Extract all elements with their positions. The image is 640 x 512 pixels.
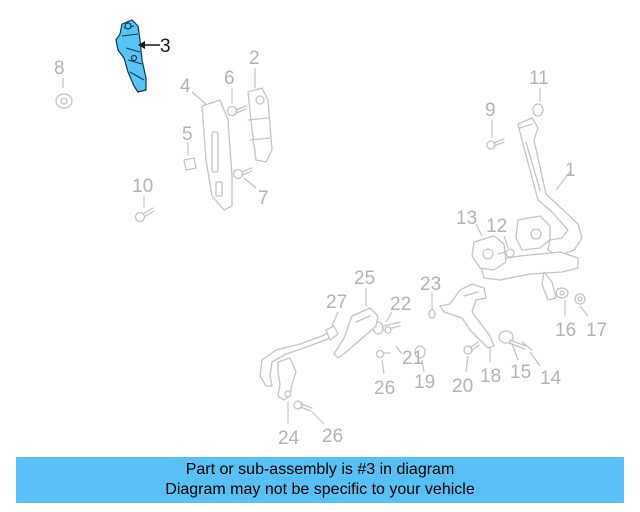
part-12-bolt[interactable] — [497, 248, 515, 258]
part-13-plate[interactable] — [471, 235, 507, 271]
part-4-trim-cover[interactable] — [201, 99, 233, 211]
part-25-buckle[interactable] — [333, 307, 379, 359]
part-11-nut[interactable] — [532, 103, 544, 117]
callout-16: 16 — [555, 320, 576, 341]
part-10-bolt[interactable] — [134, 207, 155, 223]
banner-line-2: Diagram may not be specific to your vehi… — [165, 481, 475, 498]
callout-14: 14 — [540, 368, 562, 389]
callout-20: 20 — [452, 376, 473, 397]
part-3-bracket[interactable] — [115, 19, 147, 93]
parts-diagram: 3 8 4 6 2 5 7 10 11 9 1 13 12 23 16 17 1… — [54, 19, 607, 449]
callout-18: 18 — [480, 366, 501, 387]
callout-5: 5 — [182, 124, 193, 145]
callout-19: 19 — [414, 372, 435, 393]
part-20-bolt[interactable] — [463, 341, 480, 355]
callout-10: 10 — [132, 176, 153, 197]
part-1-retractor-belt[interactable] — [479, 117, 583, 301]
part-16-spacer[interactable] — [555, 287, 569, 299]
part-9-bolt[interactable] — [486, 138, 505, 150]
part-17-washer[interactable] — [574, 293, 586, 305]
callout-15: 15 — [510, 362, 531, 383]
callout-23: 23 — [420, 274, 441, 295]
part-18-buckle-bracket[interactable] — [439, 283, 495, 349]
part-14-end[interactable] — [521, 341, 533, 351]
part-19-clip[interactable] — [414, 345, 426, 359]
callout-27: 27 — [326, 292, 347, 313]
part-26-bolt-lower[interactable] — [293, 400, 313, 412]
callout-17: 17 — [586, 320, 607, 341]
callout-25: 25 — [354, 268, 375, 289]
callout-2: 2 — [249, 48, 260, 69]
callout-21: 21 — [402, 348, 423, 369]
callout-7: 7 — [258, 188, 269, 209]
callout-1: 1 — [565, 160, 576, 181]
callout-8: 8 — [54, 58, 65, 79]
info-banner: Part or sub-assembly is #3 in diagram Di… — [16, 457, 624, 503]
callout-3: 3 — [160, 36, 171, 57]
part-27-belt[interactable] — [259, 325, 339, 387]
callout-11: 11 — [529, 68, 549, 89]
callout-labels: 3 8 4 6 2 5 7 10 11 9 1 13 12 23 16 17 1… — [54, 36, 607, 449]
part-24-latch-plate[interactable] — [277, 357, 297, 401]
part-26-bolt-upper[interactable] — [375, 349, 391, 359]
callout-26-lower: 26 — [322, 426, 343, 447]
part-23-pin[interactable] — [428, 309, 436, 319]
callout-6: 6 — [224, 68, 235, 89]
part-8-nut[interactable] — [55, 93, 73, 109]
part-2-anchor-bracket[interactable] — [247, 87, 273, 163]
banner-line-1: Part or sub-assembly is #3 in diagram — [185, 461, 455, 478]
leader-lines — [62, 41, 589, 425]
callout-12: 12 — [486, 216, 507, 237]
part-5-clip[interactable] — [183, 157, 197, 171]
part-6-bolt[interactable] — [226, 105, 247, 117]
part-7-bolt[interactable] — [232, 167, 253, 180]
part-21-bolt[interactable] — [384, 326, 392, 334]
callout-26-upper: 26 — [374, 378, 395, 399]
callout-9: 9 — [485, 100, 496, 121]
callout-13: 13 — [456, 208, 477, 229]
callout-22: 22 — [390, 294, 411, 315]
part-15-bolt[interactable] — [498, 330, 527, 350]
callout-24: 24 — [278, 428, 300, 449]
callout-4: 4 — [180, 76, 191, 97]
